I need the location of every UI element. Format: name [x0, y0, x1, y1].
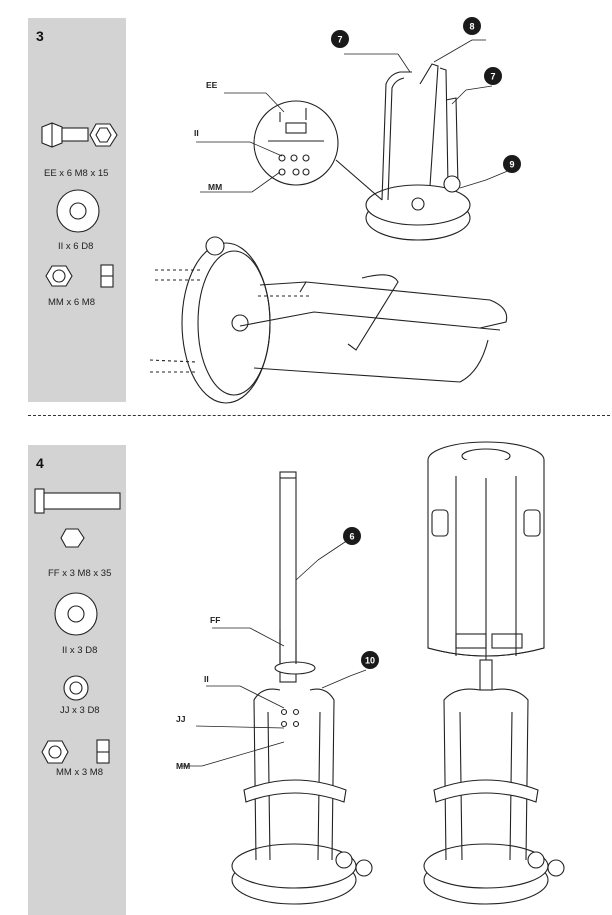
step-3-part-ii-label: II x 6 D8: [58, 241, 94, 252]
lock-washer-jj-icon: [63, 675, 89, 701]
svg-text:7: 7: [337, 35, 342, 45]
washer-ii-icon: [56, 189, 100, 233]
part-badge-7-second: 7: [484, 67, 502, 85]
nut-mm-icon: [45, 264, 114, 288]
callout-ee-label: EE: [206, 80, 218, 90]
part-badge-7: 7: [331, 30, 349, 48]
callout-leaders: [180, 39, 511, 767]
callout-ff-label: FF: [210, 615, 220, 625]
part-badge-8: 8: [463, 17, 481, 35]
bolt-ee-icon: [41, 122, 118, 148]
step-divider: [28, 415, 610, 416]
step-4-part-jj-label: JJ x 3 D8: [60, 705, 100, 716]
svg-text:7: 7: [490, 72, 495, 82]
magnifier-detail: [253, 100, 383, 201]
exploded-base-illustration: [149, 236, 508, 404]
step-4-part-ii-label: II x 3 D8: [62, 645, 98, 656]
part-badge-9: 9: [503, 155, 521, 173]
svg-text:8: 8: [469, 22, 474, 32]
callout-mm-label-step4: MM: [176, 761, 190, 771]
step-4-part-ff-label: FF x 3 M8 x 35: [48, 568, 112, 579]
svg-text:10: 10: [365, 656, 375, 666]
complete-heater-illustration: [423, 441, 565, 905]
callout-jj-label: JJ: [176, 714, 186, 724]
callout-ii-label-step4: II: [204, 674, 209, 684]
bolt-ff-icon: [34, 488, 121, 548]
step-4-number: 4: [36, 455, 44, 471]
nut-mm-icon: [41, 739, 110, 764]
washer-ii-icon: [54, 592, 98, 636]
step-3-part-mm-label: MM x 6 M8: [48, 297, 95, 308]
base-with-uprights-illustration: [365, 63, 471, 241]
step-3-number: 3: [36, 28, 44, 44]
part-badge-6: 6: [343, 527, 361, 545]
svg-text:9: 9: [509, 160, 514, 170]
step-3-part-ee-label: EE x 6 M8 x 15: [44, 168, 109, 179]
svg-text:6: 6: [349, 532, 354, 542]
callout-ii-label: II: [194, 128, 199, 138]
post-assembly-illustration: [231, 471, 373, 905]
step-4-part-mm-label: MM x 3 M8: [56, 767, 103, 778]
callout-mm-label: MM: [208, 182, 222, 192]
part-badge-10: 10: [361, 651, 379, 669]
